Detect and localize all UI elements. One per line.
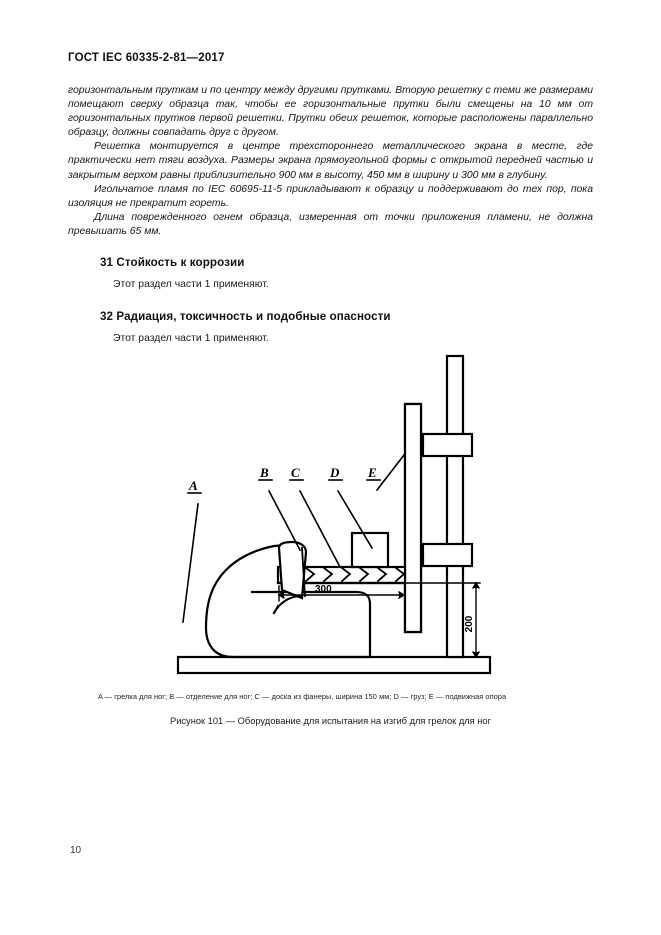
weight-block bbox=[350, 531, 390, 569]
figure-caption: Рисунок 101 — Оборудование для испытания… bbox=[170, 716, 491, 726]
dimension-horizontal bbox=[277, 585, 406, 602]
figure-legend: A — грелка для ног; B — отделение для но… bbox=[98, 692, 507, 701]
paragraph-2: Решетка монтируется в центре трехсторонн… bbox=[68, 141, 593, 181]
clamp-bracket-lower bbox=[421, 542, 474, 568]
foot-compartment-curve bbox=[272, 594, 304, 615]
section-31-text: Этот раздел части 1 применяют. bbox=[113, 279, 269, 290]
paragraph-3: Игольчатое пламя по IEC 60695-11-5 прикл… bbox=[68, 183, 593, 209]
technical-drawing-svg: A B C D E 300 200 bbox=[176, 354, 492, 675]
figure-label-a: A bbox=[188, 478, 198, 493]
vertical-post-right bbox=[445, 354, 465, 659]
figure-label-c: C bbox=[291, 465, 300, 480]
leader-line-b bbox=[267, 489, 302, 552]
leader-line-d bbox=[336, 489, 374, 550]
foot-warmer-lower-edge bbox=[230, 590, 372, 659]
section-31-title: 31 Стойкость к коррозии bbox=[100, 256, 245, 269]
base-plate bbox=[176, 655, 492, 675]
leader-line-a bbox=[182, 503, 199, 623]
foot-compartment-curve2 bbox=[272, 604, 280, 615]
figure-101-drawing: A B C D E 300 200 bbox=[0, 352, 661, 692]
section-32-text: Этот раздел части 1 применяют. bbox=[113, 333, 269, 344]
figure-label-e: E bbox=[367, 465, 377, 480]
support-plate bbox=[403, 402, 423, 634]
board-hatching bbox=[286, 566, 406, 583]
document-header: ГОСТ IEC 60335-2-81—2017 bbox=[68, 52, 225, 64]
leader-lines bbox=[182, 453, 406, 623]
page-number: 10 bbox=[70, 845, 82, 856]
section-32: 32 Радиация, токсичность и подобные опас… bbox=[100, 310, 600, 344]
paragraph-4: Длина поврежденного огнем образца, измер… bbox=[68, 211, 593, 237]
dimension-vertical bbox=[404, 581, 481, 659]
leader-line-e bbox=[375, 453, 406, 492]
leader-line-c bbox=[298, 489, 342, 569]
figure-label-d: D bbox=[329, 465, 340, 480]
dimension-label-horizontal: 300 bbox=[315, 584, 332, 595]
body-text-block: горизонтальным пруткам и по центру между… bbox=[68, 84, 593, 239]
foot-compartment bbox=[277, 540, 308, 600]
section-31: 31 Стойкость к коррозии Этот раздел част… bbox=[100, 256, 600, 290]
dimension-label-vertical: 200 bbox=[464, 615, 475, 632]
clamp-bracket-upper bbox=[421, 432, 474, 458]
foot-compartment-inner bbox=[301, 547, 306, 597]
section-32-title: 32 Радиация, токсичность и подобные опас… bbox=[100, 310, 391, 323]
label-underlines bbox=[187, 479, 381, 494]
foot-warmer-body bbox=[204, 542, 302, 659]
figure-label-b: B bbox=[259, 465, 269, 480]
paragraph-1: горизонтальным пруткам и по центру между… bbox=[68, 85, 593, 139]
